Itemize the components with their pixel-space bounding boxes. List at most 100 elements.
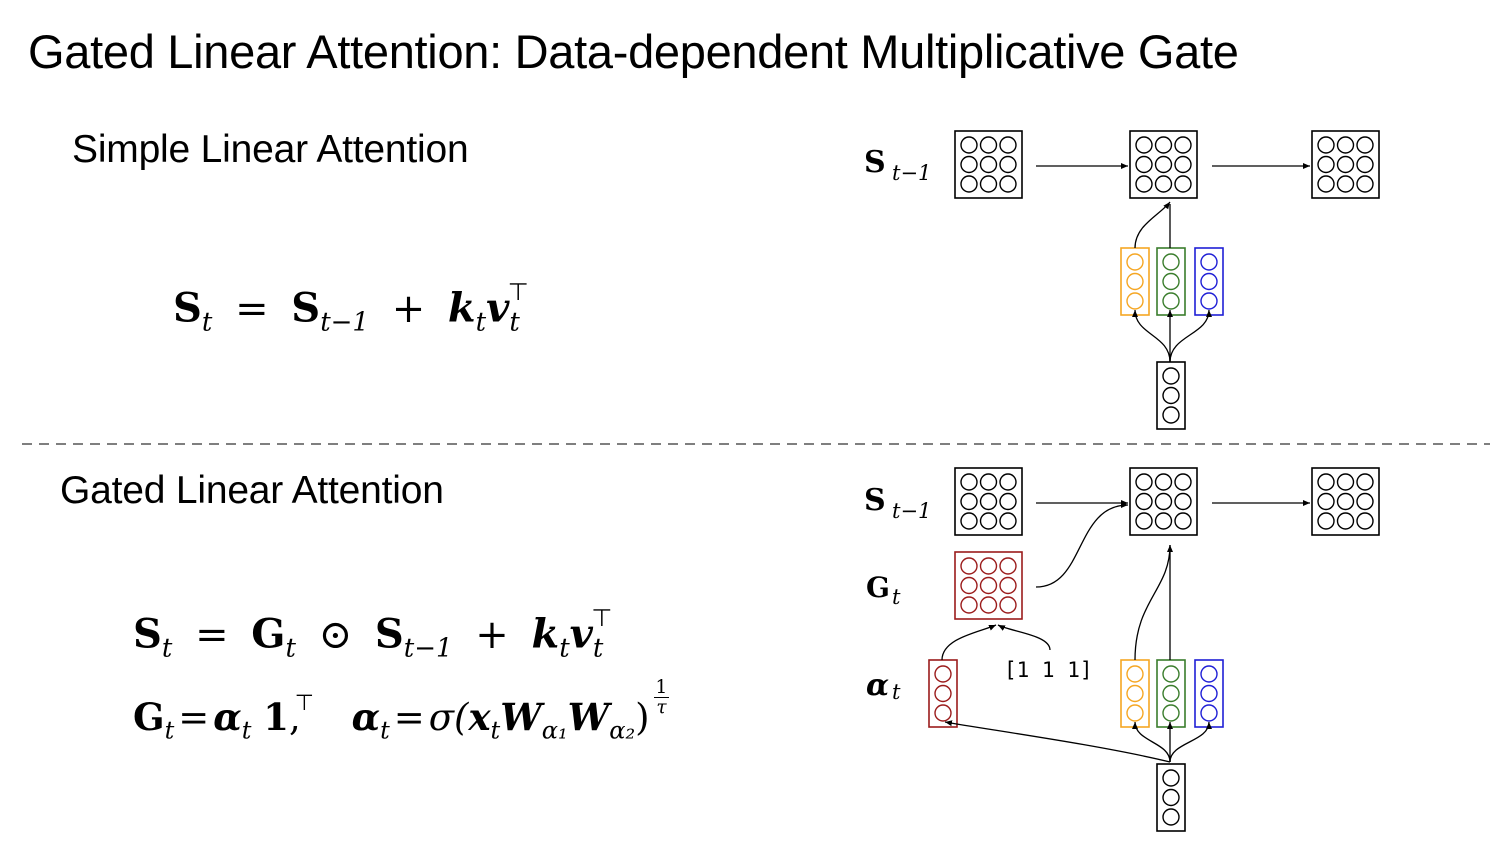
state-prev-block-cell — [999, 136, 1017, 154]
eq-operator: ⊙ — [318, 611, 353, 658]
gate-matrix-cell — [979, 596, 998, 614]
state-prev-block-cell — [999, 512, 1017, 530]
state-prev-block-cell — [960, 155, 978, 174]
input-vector — [1156, 361, 1186, 430]
key-vector-cell — [1126, 665, 1144, 683]
eq-superscript: ⊤ — [507, 279, 529, 306]
value-vector-frame — [1156, 659, 1186, 728]
eq-symbol: W — [567, 695, 610, 740]
alpha-vector-cell — [934, 684, 952, 703]
gate-matrix-cell — [979, 576, 998, 595]
eq-operator: + — [475, 611, 509, 658]
state-prev-block-cell — [979, 155, 998, 174]
gate-label: G — [866, 571, 890, 604]
key-vector — [1120, 247, 1150, 316]
state-prev-block-cell — [999, 492, 1017, 511]
state-next-block — [1311, 130, 1380, 199]
arrow-ones-to-gate — [997, 624, 1051, 651]
value-vector-frame — [1156, 247, 1186, 316]
key-vector-cell — [1126, 253, 1144, 271]
eq-subscript: t — [559, 633, 570, 664]
gate-matrix-frame — [954, 551, 1023, 620]
arrow-input-to-alpha — [944, 720, 1171, 763]
state-next-block-frame — [1311, 467, 1380, 536]
key-vector-frame — [1120, 659, 1150, 728]
gate-matrix — [954, 551, 1023, 620]
eq-symbol: W — [500, 695, 542, 740]
gated-equation-state: St = Gt ⊙ St−1 + ktvt⊤ — [133, 604, 612, 664]
gated-state-label: S — [864, 483, 886, 518]
query-vector-cell — [1200, 684, 1218, 703]
state-current-block-cell — [1154, 473, 1173, 491]
eq-symbol: v — [569, 610, 593, 658]
input-vector-cell — [1162, 808, 1180, 826]
eq-symbol: S — [291, 284, 321, 332]
state-prev-block-cell — [979, 473, 998, 491]
arrow-input-to-key — [1132, 721, 1171, 763]
query-vector-cell — [1200, 253, 1218, 271]
gated-heading: Gated Linear Attention — [60, 469, 444, 512]
query-vector-frame — [1194, 247, 1224, 316]
eq-symbol: G — [133, 695, 165, 740]
state-current-block-cell — [1154, 155, 1173, 174]
state-next-block — [1311, 467, 1380, 536]
state-prev-block-cell — [999, 175, 1017, 193]
slide-title: Gated Linear Attention: Data-dependent M… — [28, 25, 1239, 78]
gated-state-sub: t−1 — [892, 499, 931, 523]
gate-matrix-cell — [960, 557, 978, 575]
gate-matrix-cell — [999, 576, 1017, 595]
eq-symbol: α — [351, 695, 381, 740]
state-prev-block-cell — [960, 512, 978, 530]
eq-symbol: k — [531, 610, 560, 658]
alpha-vector — [928, 659, 958, 728]
eq-operator: = — [393, 696, 425, 740]
state-next-block-cell — [1336, 155, 1355, 174]
input-vector-frame — [1156, 763, 1186, 832]
value-vector-cell — [1162, 253, 1180, 271]
arrow-key-to-state — [1134, 544, 1173, 661]
alpha-label: α — [866, 668, 889, 703]
state-current-block-cell — [1174, 136, 1192, 154]
state-next-block-cell — [1336, 492, 1355, 511]
state-prev-block-cell — [979, 136, 998, 154]
alpha-vector-frame — [928, 659, 958, 728]
state-prev-block-cell — [979, 175, 998, 193]
arrow-input-to-query — [1169, 721, 1212, 763]
state-prev-block-cell — [960, 136, 978, 154]
state-current-block — [1129, 467, 1198, 536]
state-current-block-cell — [1174, 492, 1192, 511]
eq-symbol: σ( — [428, 696, 469, 740]
input-vector-cell — [1162, 769, 1180, 787]
state-next-block-cell — [1317, 175, 1335, 193]
state-prev-block-cell — [999, 155, 1017, 174]
state-next-block-cell — [1356, 492, 1374, 511]
eq-symbol: v — [486, 284, 510, 332]
state-prev-block-cell — [979, 492, 998, 511]
key-vector-cell — [1126, 704, 1144, 722]
input-vector-cell — [1162, 406, 1180, 424]
state-current-block-cell — [1154, 492, 1173, 511]
state-next-block-cell — [1317, 492, 1335, 511]
state-current-block-cell — [1135, 473, 1153, 491]
arrow-gate-to-state — [1035, 502, 1129, 588]
eq-symbol: k — [447, 284, 476, 332]
eq-subscript: t — [490, 716, 501, 745]
eq-subscript: t — [475, 307, 487, 338]
gate-matrix-cell — [979, 557, 998, 575]
gate-sub: t — [892, 585, 901, 609]
state-current-block — [1129, 130, 1198, 199]
state-prev-block-frame — [954, 130, 1023, 199]
gate-matrix-cell — [960, 596, 978, 614]
query-vector-cell — [1200, 704, 1218, 722]
eq-operator: + — [391, 285, 426, 332]
query-vector-cell — [1200, 272, 1218, 291]
state-prev-block — [954, 130, 1023, 199]
eq-symbol: x — [468, 695, 491, 740]
state-next-block-cell — [1356, 473, 1374, 491]
query-vector-frame — [1194, 659, 1224, 728]
input-vector — [1156, 763, 1186, 832]
state-next-block-cell — [1317, 155, 1335, 174]
